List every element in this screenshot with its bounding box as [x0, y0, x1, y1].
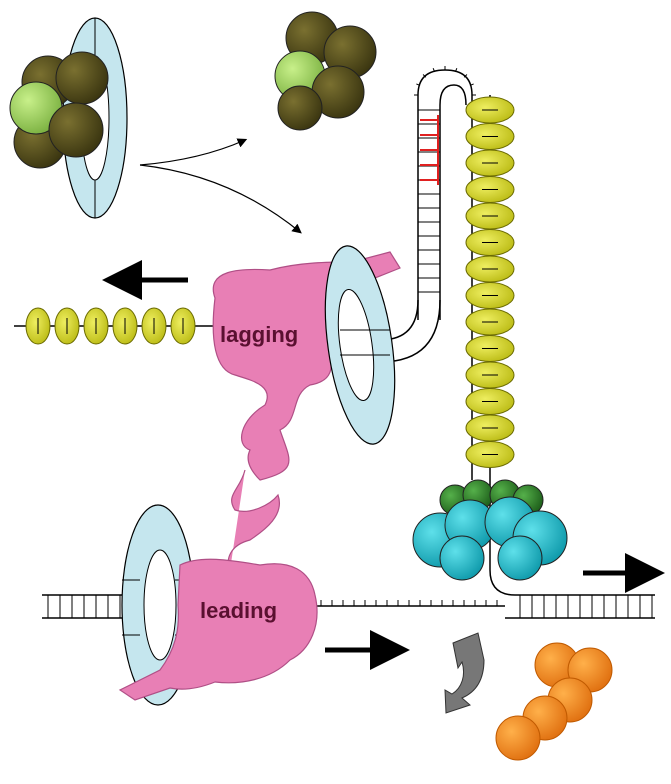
lagging-clamp	[324, 245, 396, 445]
clamp-loader-with-clamp	[9, 17, 128, 219]
leading-polymerase	[118, 558, 318, 701]
release-curved-arrow	[444, 632, 485, 714]
release-arrow	[139, 138, 248, 166]
rna-primer	[420, 115, 439, 185]
leading-label: leading	[200, 598, 277, 623]
lagging-ssb-row	[14, 307, 215, 345]
released-clamp-loader	[274, 11, 377, 131]
ssb-column	[465, 95, 515, 480]
helicase	[412, 496, 568, 581]
lagging-template-ladder	[340, 66, 476, 480]
lagging-label: lagging	[220, 322, 298, 347]
released-protein	[495, 642, 613, 761]
load-arrow	[139, 164, 302, 234]
tau-linker	[227, 469, 280, 571]
lagging-polymerase	[212, 251, 401, 481]
